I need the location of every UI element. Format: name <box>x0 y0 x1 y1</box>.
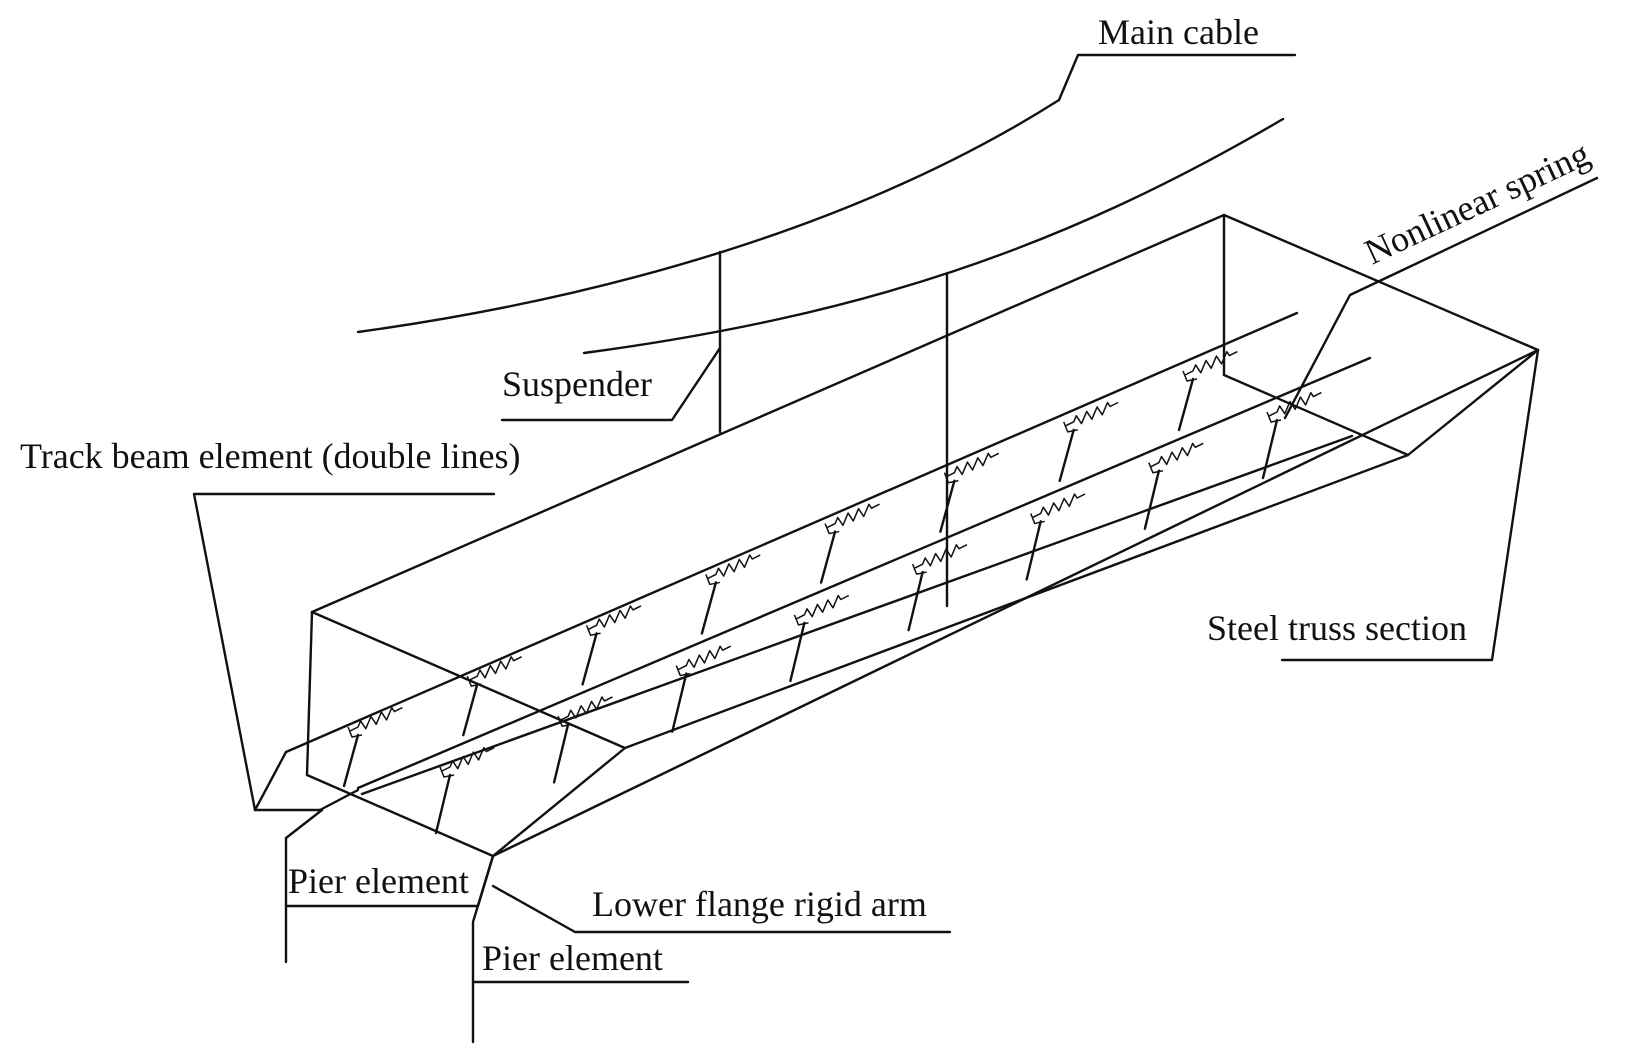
rigid-arm-outer-1 <box>342 733 360 788</box>
leader-nonlinear-spring <box>1283 176 1599 420</box>
label-steel-truss: Steel truss section <box>1207 608 1467 648</box>
spring-bracket-inner-5 <box>911 563 927 575</box>
nonlinear-spring-outer-7 <box>1065 401 1119 427</box>
label-lower-flange: Lower flange rigid arm <box>592 884 927 924</box>
nonlinear-spring-outer-5 <box>826 503 880 529</box>
rigid-arm-inner-4 <box>789 621 806 683</box>
nonlinear-springs <box>347 350 1322 778</box>
leader-pier-element-1 <box>284 808 324 964</box>
rigid-arm-inner-7 <box>1143 469 1161 530</box>
nonlinear-spring-outer-8 <box>1184 350 1238 376</box>
spring-bracket-outer-6 <box>943 472 959 484</box>
nonlinear-spring-inner-8 <box>1268 391 1322 417</box>
rigid-arm-inner-3 <box>671 672 688 733</box>
rigid-arm-inner-6 <box>1025 520 1042 581</box>
truss-inner-slope <box>623 453 1410 750</box>
rigid-arm-outer-7 <box>1058 428 1075 483</box>
nonlinear-spring-inner-1 <box>441 746 495 772</box>
spring-bracket-outer-5 <box>824 523 840 535</box>
nonlinear-spring-outer-6 <box>946 452 1000 478</box>
nonlinear-spring-outer-3 <box>588 605 642 630</box>
label-pier-element-2: Pier element <box>482 938 663 978</box>
nonlinear-spring-inner-3 <box>677 645 732 671</box>
spring-bracket-outer-2 <box>466 675 482 687</box>
rigid-arm-outer-3 <box>581 632 598 686</box>
spring-bracket-outer-1 <box>347 726 363 738</box>
lower-flange-rigid-arm-front <box>491 746 627 858</box>
main-cables <box>356 98 1285 355</box>
rigid-arm-outer-2 <box>462 682 479 737</box>
track-beam-inner-a <box>356 356 1372 790</box>
truss-top-front <box>310 213 1226 614</box>
spring-bracket-inner-3 <box>675 665 691 677</box>
rigid-arms <box>342 377 1279 835</box>
spring-bracket-outer-7 <box>1063 421 1078 433</box>
nonlinear-spring-inner-7 <box>1150 442 1204 468</box>
spring-bracket-outer-8 <box>1182 370 1198 382</box>
rigid-arm-outer-8 <box>1177 377 1195 432</box>
spring-bracket-inner-8 <box>1266 411 1282 423</box>
pier-support-left-a <box>253 750 288 812</box>
leader-lower-flange <box>491 884 952 934</box>
leader-pier-element-2 <box>471 854 495 1044</box>
leader-track-beam <box>192 492 496 812</box>
label-nonlinear-spring: Nonlinear spring <box>1358 133 1595 272</box>
label-pier-element-1: Pier element <box>288 861 469 901</box>
leader-lines <box>192 53 1599 1044</box>
nonlinear-spring-inner-2 <box>559 696 613 721</box>
truss-back-right-edge <box>1222 373 1410 457</box>
label-track-beam: Track beam element (double lines) <box>20 436 521 476</box>
spring-bracket-inner-7 <box>1148 462 1164 474</box>
nonlinear-spring-outer-4 <box>707 554 761 580</box>
rigid-arm-outer-5 <box>819 530 837 584</box>
spring-bracket-inner-6 <box>1030 513 1045 525</box>
leader-main-cable <box>1057 53 1297 102</box>
truss-left-vertical <box>305 610 314 777</box>
spring-bracket-inner-4 <box>793 614 809 626</box>
rigid-arm-inner-8 <box>1261 418 1279 480</box>
main-cable-back <box>582 117 1285 355</box>
truss-right-chord <box>1406 348 1540 457</box>
nonlinear-spring-outer-1 <box>349 706 403 732</box>
track-beams <box>253 311 1372 812</box>
label-main-cable: Main cable <box>1098 12 1259 52</box>
nonlinear-spring-inner-5 <box>914 544 968 569</box>
rigid-arm-outer-4 <box>700 581 718 635</box>
rigid-arm-inner-5 <box>907 570 924 632</box>
label-suspender: Suspender <box>502 364 652 404</box>
main-cable-front <box>356 98 1061 334</box>
truss-bottom-front <box>305 773 495 858</box>
leader-suspender <box>500 346 722 422</box>
spring-bracket-outer-4 <box>705 574 721 586</box>
nonlinear-spring-inner-4 <box>796 594 850 620</box>
spring-bracket-inner-1 <box>439 766 455 778</box>
pier-support-left-c <box>318 788 360 812</box>
rigid-arm-inner-1 <box>434 773 452 835</box>
rigid-arm-outer-6 <box>939 479 956 533</box>
nonlinear-spring-outer-2 <box>468 656 523 681</box>
spring-bracket-outer-3 <box>585 625 601 637</box>
truss-top-back <box>1222 213 1540 352</box>
track-beam-outer <box>284 311 1299 754</box>
leader-steel-truss <box>1280 348 1540 662</box>
track-beam-inner-b <box>360 434 1354 796</box>
rigid-arm-inner-2 <box>552 723 570 784</box>
spring-bracket-inner-2 <box>557 716 573 728</box>
nonlinear-spring-inner-6 <box>1032 493 1086 519</box>
